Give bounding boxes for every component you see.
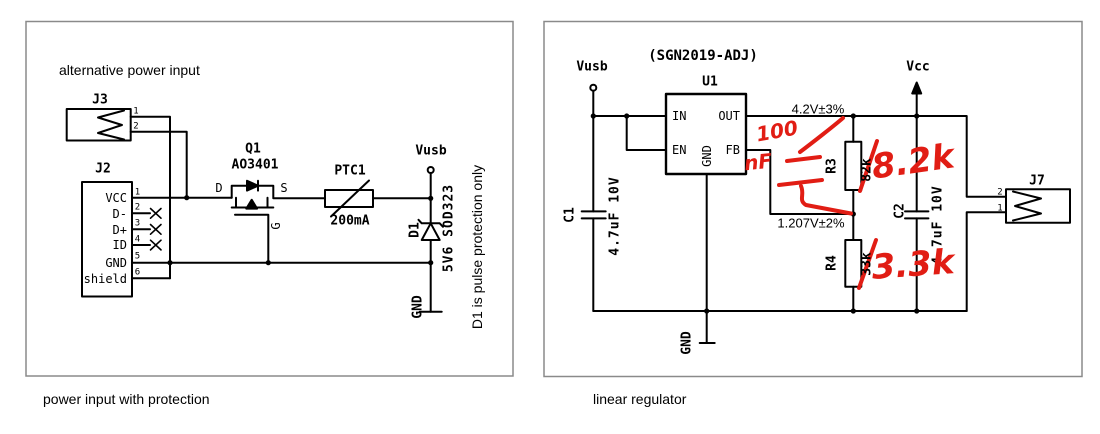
vusb-input-wiring: [589, 83, 667, 213]
j3-pin-number-2: 2: [133, 121, 139, 132]
c1-value: 4.7uF 10V: [607, 176, 623, 256]
j2-pin-number-4: 4: [134, 234, 141, 245]
d1-ref: D1: [407, 222, 423, 238]
c1-ref: C1: [562, 207, 578, 223]
q1-pin-g-label: G: [269, 222, 283, 230]
q1-pin-s-label: S: [280, 181, 288, 195]
out-rail: [745, 115, 1007, 198]
j2-pin-name-dminus: D-: [112, 206, 127, 221]
vusb-net-label-left: Vusb: [415, 143, 447, 159]
panel-borders: [25, 20, 1083, 378]
j7-ref: J7: [1029, 173, 1045, 189]
r4-ref: R4: [824, 255, 840, 271]
junction-dots-left: [167, 195, 434, 266]
q1-ref: Q1: [245, 141, 261, 157]
u1-part-note: (SGN2019-ADJ): [648, 48, 758, 64]
red-cap-top-lead: [798, 116, 845, 154]
j2-pin-name-gnd: GND: [105, 256, 127, 270]
u1-pin-in-label: IN: [672, 109, 687, 123]
left-panel-circuit: [65, 108, 444, 313]
j3-pin-number-1: 1: [133, 106, 139, 117]
j2-ref: J2: [95, 161, 111, 177]
j2-pin-name-id: ID: [112, 238, 127, 252]
red-cap-plate-bottom: [777, 178, 824, 187]
j2-pin-name-vcc: VCC: [105, 191, 127, 205]
j2-pin-number-6: 6: [134, 267, 141, 278]
j2-pin-name-dplus: D+: [112, 222, 127, 237]
r3-ref: R3: [824, 158, 840, 174]
red-cap-value-100: 100: [754, 115, 800, 147]
ptc1-symbol: [272, 179, 432, 218]
j7-pin-number-1: 1: [997, 203, 1003, 213]
gnd-net-label-left: GND: [410, 295, 426, 319]
red-r4-corrected-value: 3.3k: [870, 242, 956, 288]
out-voltage-label: 4.2V±3%: [791, 101, 845, 117]
vcc-net-label: Vcc: [906, 59, 930, 75]
red-cap-plate-top: [785, 155, 822, 163]
fb-voltage-label: 1.207V±2%: [777, 215, 845, 231]
j2-pin-number-3: 3: [134, 218, 141, 229]
vusb-net-label-right: Vusb: [576, 59, 608, 75]
vcc-arrow-icon: [911, 81, 923, 117]
j3-ref: J3: [92, 92, 108, 108]
ptc1-value: 200mA: [330, 213, 370, 229]
right-panel-border: [543, 20, 1083, 378]
left-caption: power input with protection: [43, 391, 210, 407]
no-connect-x-icons: [149, 207, 162, 251]
j2-pin-number-1: 1: [134, 187, 141, 197]
u1-pin-out-label: OUT: [718, 109, 740, 123]
j7-connector-symbol: [1005, 188, 1071, 224]
u1-pin-en-label: EN: [672, 143, 687, 157]
red-annotation-strokes: [777, 116, 879, 290]
right-panel-circuit: [580, 81, 1071, 344]
red-r3-corrected-value: 8.2k: [869, 136, 957, 188]
u1-pin-fb-label: FB: [725, 143, 740, 157]
red-cap-bottom-lead: [799, 184, 853, 216]
d1-side-note: D1 is pulse protection only: [469, 164, 485, 330]
c2-capacitor-symbol: [904, 115, 930, 312]
j7-pin-number-2: 2: [997, 187, 1003, 197]
red-strike-r4-value: [857, 238, 878, 290]
red-cap-value-nf: nF: [742, 148, 774, 176]
ptc1-ref: PTC1: [334, 163, 366, 179]
u1-pin-gnd-label: GND: [700, 145, 714, 167]
q1-mosfet-symbol: [230, 179, 275, 264]
q1-value: AO3401: [231, 157, 279, 173]
fb-wire: [745, 149, 855, 215]
left-heading: alternative power input: [59, 62, 200, 78]
u1-ref: U1: [702, 74, 718, 90]
right-caption: linear regulator: [593, 391, 687, 407]
left-panel-border: [25, 20, 514, 377]
d1-zener-symbol: [417, 166, 444, 313]
gnd-net-label-right: GND: [679, 331, 695, 355]
c2-ref: C2: [892, 203, 908, 219]
d1-value: 5V6 SOD323: [441, 183, 457, 273]
q1-pin-d-label: D: [215, 181, 223, 195]
j2-pin-number-5: 5: [134, 251, 141, 262]
j2-pin-number-2: 2: [134, 202, 141, 213]
r3-r4-divider: [844, 115, 863, 312]
junction-dots-right: [590, 113, 920, 314]
j2-connector-symbol: [81, 181, 432, 298]
j2-pin-name-shield: shield: [83, 271, 127, 286]
ground-rail: [592, 211, 1007, 344]
u1-regulator-symbol: [664, 92, 748, 312]
red-strike-r3-value: [858, 139, 879, 193]
c1-capacitor-symbol: [580, 210, 607, 312]
